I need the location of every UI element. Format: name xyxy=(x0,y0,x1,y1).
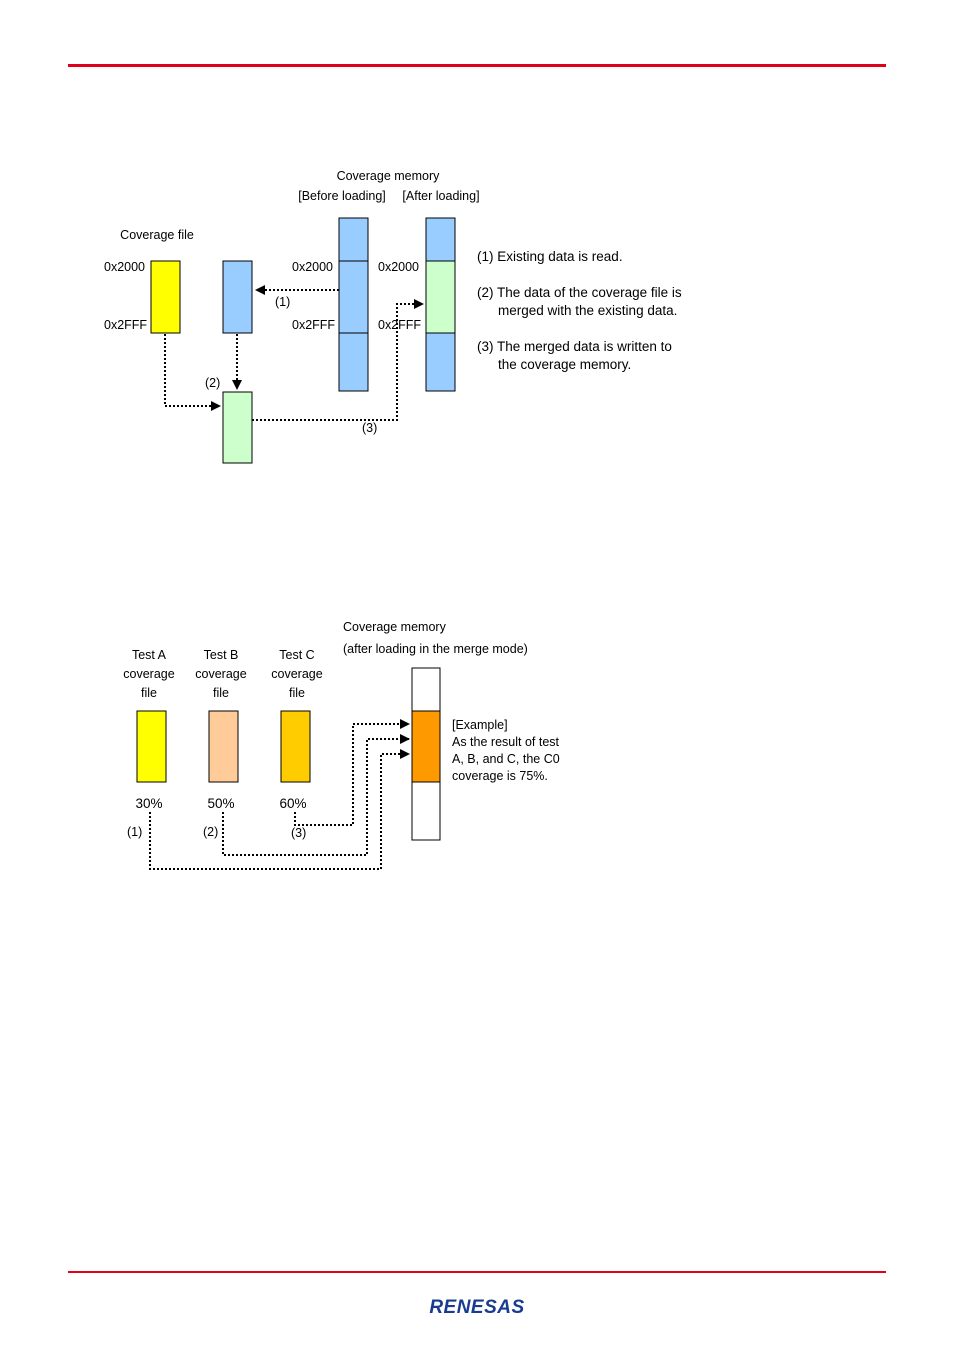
merged-data-block xyxy=(222,391,253,464)
test-b-label-3: file xyxy=(213,686,229,700)
test-a-file-block xyxy=(136,710,167,783)
example-line-3: A, B, and C, the C0 xyxy=(452,752,560,766)
test-a-step: (1) xyxy=(127,825,142,839)
existing-data-block xyxy=(222,260,253,334)
bottom-rule xyxy=(68,1271,886,1273)
test-c-step: (3) xyxy=(291,826,306,840)
arrow-write xyxy=(252,299,424,421)
arrow-test-a xyxy=(149,749,410,870)
example-line-4: coverage is 75%. xyxy=(452,769,548,783)
before-addr-start: 0x2000 xyxy=(292,260,333,274)
memory-after-top xyxy=(425,217,456,262)
d2-title: Coverage memory xyxy=(343,620,447,634)
after-addr-end: 0x2FFF xyxy=(378,318,421,332)
arrow-test-c xyxy=(294,719,410,826)
memory-before-bottom xyxy=(338,332,369,392)
test-c-percent: 60% xyxy=(279,796,306,811)
step3-label: (3) xyxy=(362,421,377,435)
top-rule xyxy=(68,64,886,67)
file-addr-start: 0x2000 xyxy=(104,260,145,274)
test-c-file-block xyxy=(280,710,311,783)
merged-memory-range xyxy=(411,710,441,783)
test-c-label-2: coverage xyxy=(271,667,322,681)
test-b-label-2: coverage xyxy=(195,667,246,681)
test-c-label-1: Test C xyxy=(279,648,314,662)
note-1: (1) Existing data is read. xyxy=(477,249,623,264)
file-addr-end: 0x2FFF xyxy=(104,318,147,332)
d1-title: Coverage memory xyxy=(337,169,441,183)
step1-label: (1) xyxy=(275,295,290,309)
test-c-label-3: file xyxy=(289,686,305,700)
coverage-file-block xyxy=(150,260,181,334)
example-line-2: As the result of test xyxy=(452,735,560,749)
d1-before-label: [Before loading] xyxy=(298,189,386,203)
arrow-file-to-merge xyxy=(164,334,221,411)
memory-before-range xyxy=(338,260,369,334)
note-2b: merged with the existing data. xyxy=(498,303,677,318)
test-b-file-block xyxy=(208,710,239,783)
test-a-label-1: Test A xyxy=(132,648,167,662)
renesas-logo: RENESAS xyxy=(429,1297,524,1318)
test-a-percent: 30% xyxy=(135,796,162,811)
note-3a: (3) The merged data is written to xyxy=(477,339,672,354)
d1-coverage-file-label: Coverage file xyxy=(120,228,194,242)
test-b-label-1: Test B xyxy=(204,648,239,662)
test-b-step: (2) xyxy=(203,825,218,839)
diagram-merge-process: Coverage memory [Before loading] [After … xyxy=(104,169,682,464)
test-b-percent: 50% xyxy=(207,796,234,811)
note-2a: (2) The data of the coverage file is xyxy=(477,285,682,300)
arrow-test-b xyxy=(222,734,410,856)
test-a-label-3: file xyxy=(141,686,157,700)
d2-subtitle: (after loading in the merge mode) xyxy=(343,642,528,656)
d1-after-label: [After loading] xyxy=(402,189,479,203)
after-addr-start: 0x2000 xyxy=(378,260,419,274)
merged-memory-bottom xyxy=(411,781,441,841)
test-a-label-2: coverage xyxy=(123,667,174,681)
before-addr-end: 0x2FFF xyxy=(292,318,335,332)
diagram-merge-tests: Coverage memory (after loading in the me… xyxy=(123,620,560,870)
memory-after-bottom xyxy=(425,332,456,392)
step2-label: (2) xyxy=(205,376,220,390)
merged-memory-top xyxy=(411,667,441,712)
note-3b: the coverage memory. xyxy=(498,357,631,372)
example-line-1: [Example] xyxy=(452,718,508,732)
memory-before-top xyxy=(338,217,369,262)
memory-after-range xyxy=(425,260,456,334)
